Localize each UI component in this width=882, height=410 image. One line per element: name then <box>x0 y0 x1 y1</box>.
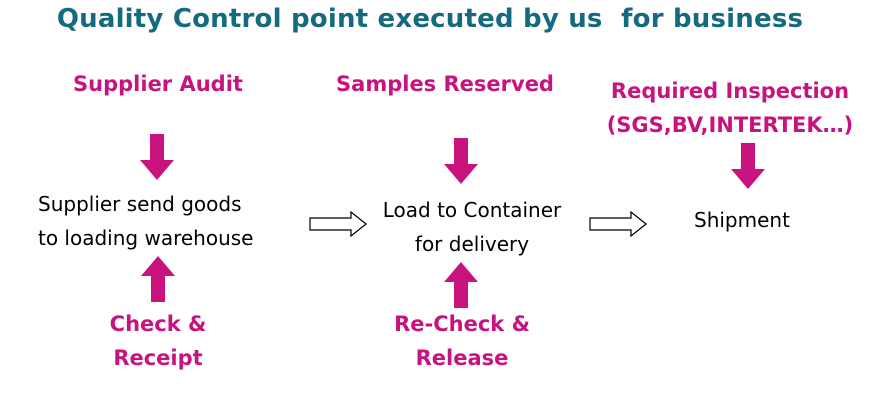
label-line: Required Inspection <box>610 79 850 103</box>
label-line: Check & <box>109 312 207 336</box>
label-check-receipt: Check & Receipt <box>58 307 258 375</box>
node-line: Supplier send goods <box>38 192 242 216</box>
right-arrow-icon <box>589 210 647 238</box>
node-shipment: Shipment <box>694 203 790 237</box>
label-required-inspection: Required Inspection (SGS,BV,INTERTEK…) <box>595 74 865 142</box>
label-samples-reserved: Samples Reserved <box>330 67 560 101</box>
node-line: Load to Container <box>382 198 562 222</box>
right-arrow-icon <box>309 210 367 238</box>
node-line: to loading warehouse <box>38 226 254 250</box>
up-arrow-icon <box>444 262 478 308</box>
label-line: Receipt <box>113 346 203 370</box>
label-recheck-release: Re-Check & Release <box>362 307 562 375</box>
diagram-title: Quality Control point executed by us for… <box>56 4 804 34</box>
node-load-to-container: Load to Container for delivery <box>372 193 572 261</box>
down-arrow-icon <box>140 134 174 180</box>
label-line: Release <box>415 346 509 370</box>
down-arrow-icon <box>444 138 478 184</box>
label-line: Supplier Audit <box>73 72 243 96</box>
label-line: Samples Reserved <box>336 72 554 96</box>
down-arrow-icon <box>731 143 765 189</box>
node-line: Shipment <box>694 208 790 232</box>
label-line: Re-Check & <box>394 312 530 336</box>
node-line: for delivery <box>414 232 530 256</box>
label-supplier-audit: Supplier Audit <box>58 67 258 101</box>
up-arrow-icon <box>141 256 175 302</box>
label-line: (SGS,BV,INTERTEK…) <box>606 113 854 137</box>
node-supplier-send-goods: Supplier send goods to loading warehouse <box>38 187 253 255</box>
